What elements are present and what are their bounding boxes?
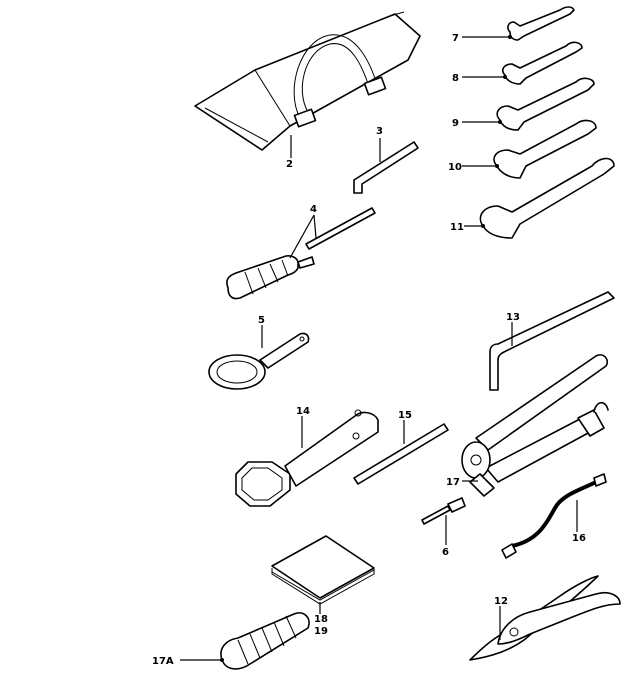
label-5: 5 [258, 315, 265, 326]
box-spanner [235, 409, 379, 507]
wrench-10 [493, 119, 597, 179]
leader-9-dot [498, 120, 502, 124]
leader-11-dot [481, 224, 485, 228]
label-10: 10 [448, 162, 462, 173]
label-17: 17 [446, 477, 460, 488]
screwdriver [226, 207, 376, 300]
pliers [469, 575, 621, 661]
label-19: 19 [314, 626, 328, 637]
label-2: 2 [286, 159, 293, 170]
label-7: 7 [452, 33, 459, 44]
wrench-7 [507, 6, 575, 41]
ring-spanner [208, 332, 310, 390]
label-13: 13 [506, 312, 520, 323]
large-hex-key [489, 291, 615, 391]
label-6: 6 [442, 547, 449, 558]
tool-roll-bag [194, 11, 421, 151]
label-15: 15 [398, 410, 412, 421]
wrench-8 [502, 41, 583, 85]
label-14: 14 [296, 406, 310, 417]
grease-gun [461, 354, 609, 497]
leader-17a-dot [220, 658, 224, 662]
flexible-hose [501, 473, 607, 559]
label-16: 16 [572, 533, 586, 544]
label-9: 9 [452, 118, 459, 129]
rubber-boot [220, 612, 310, 670]
label-8: 8 [452, 73, 459, 84]
wrench-11 [479, 157, 615, 239]
leader-8-dot [503, 75, 507, 79]
wrench-9 [496, 77, 595, 131]
small-hex-key [353, 141, 419, 194]
tommy-bar [353, 423, 449, 485]
label-3: 3 [376, 126, 383, 137]
leader-7-dot [508, 35, 512, 39]
leader-4b [313, 214, 317, 239]
label-11: 11 [450, 222, 464, 233]
manual-pad [271, 535, 375, 605]
label-18: 18 [314, 614, 328, 625]
label-17a: 17A [152, 656, 174, 667]
label-4: 4 [310, 204, 317, 215]
nipple-adapter [421, 497, 466, 525]
leader-4a [289, 214, 315, 259]
leader-10-dot [495, 164, 499, 168]
label-12: 12 [494, 596, 508, 607]
